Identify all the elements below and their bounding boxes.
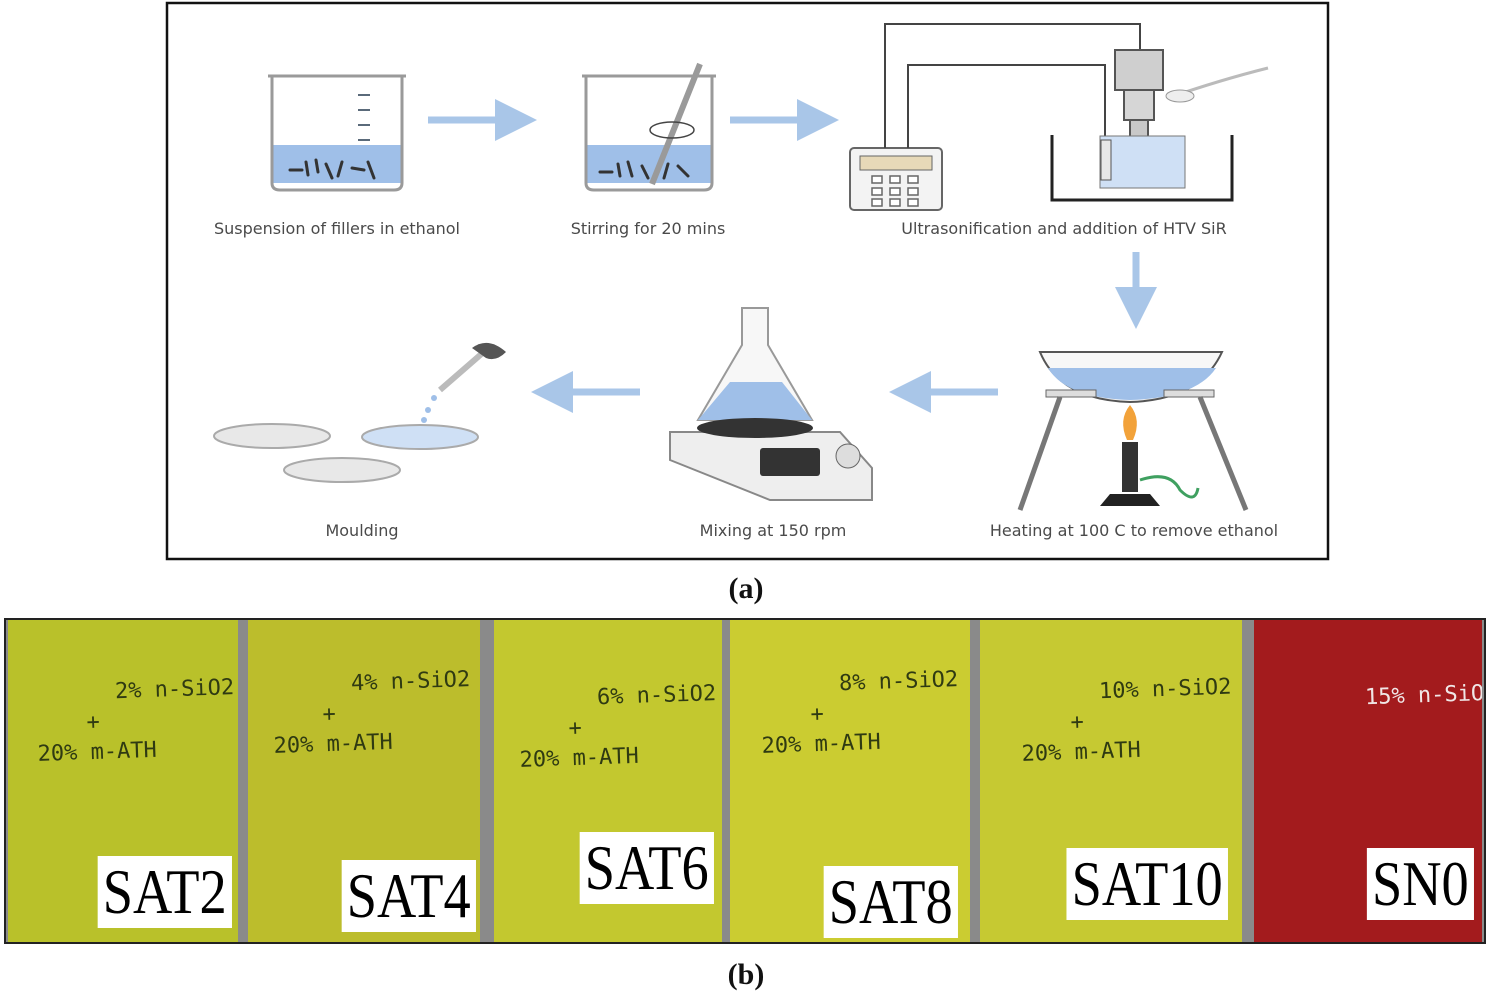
burner-tripod-icon [1017, 351, 1249, 511]
panel-caption-a: (a) [728, 572, 764, 605]
step-label: Heating at 100 C to remove ethanol [990, 521, 1278, 540]
step-label: Suspension of fillers in ethanol [214, 219, 460, 238]
sample-composition: 2% n-SiO2+20% m-ATH [37, 675, 235, 767]
sample-code: SAT2 [97, 856, 232, 928]
sample-code: SN0 [1367, 848, 1474, 920]
stirring-beaker-icon [582, 62, 716, 192]
step-label: Stirring for 20 mins [571, 219, 726, 238]
sample-card: 10% n-SiO2+20% m-ATH SAT10 [980, 620, 1242, 942]
beaker-icon [268, 74, 406, 192]
sample-composition: 10% n-SiO2+20% m-ATH [1021, 674, 1232, 767]
panel-caption-b: (b) [727, 958, 765, 991]
sample-card: 6% n-SiO2+20% m-ATH SAT6 [494, 620, 722, 942]
sample-composition: 15% n-SiO2 [1364, 680, 1482, 711]
moulding-dishes-icon [213, 342, 506, 483]
sample-code: SAT10 [1066, 848, 1228, 920]
sample-composition: 8% n-SiO2+20% m-ATH [761, 667, 959, 759]
ultrasonicator-icon [849, 23, 1269, 211]
sample-card: 2% n-SiO2+20% m-ATH SAT2 [8, 620, 238, 942]
step-label: Ultrasonification and addition of HTV Si… [901, 219, 1226, 238]
sample-composition: 6% n-SiO2+20% m-ATH [519, 681, 717, 773]
sample-code: SAT8 [823, 866, 958, 938]
sample-composition: 4% n-SiO2+20% m-ATH [273, 667, 471, 759]
process-flow-diagram: Suspension of fillers in ethanol Stirrin… [165, 1, 1330, 561]
sample-card: 4% n-SiO2+20% m-ATH SAT4 [248, 620, 480, 942]
step-label: Mixing at 150 rpm [700, 521, 847, 540]
sample-photo-strip: 2% n-SiO2+20% m-ATH SAT2 4% n-SiO2+20% m… [4, 618, 1486, 944]
sample-card: 15% n-SiO2 SN0 [1254, 620, 1482, 942]
flask-stirrer-icon [669, 307, 873, 501]
step-label: Moulding [325, 521, 398, 540]
sample-code: SAT4 [341, 860, 476, 932]
sample-code: SAT6 [579, 832, 714, 904]
flow-arrows [428, 99, 1157, 413]
sample-card: 8% n-SiO2+20% m-ATH SAT8 [730, 620, 970, 942]
